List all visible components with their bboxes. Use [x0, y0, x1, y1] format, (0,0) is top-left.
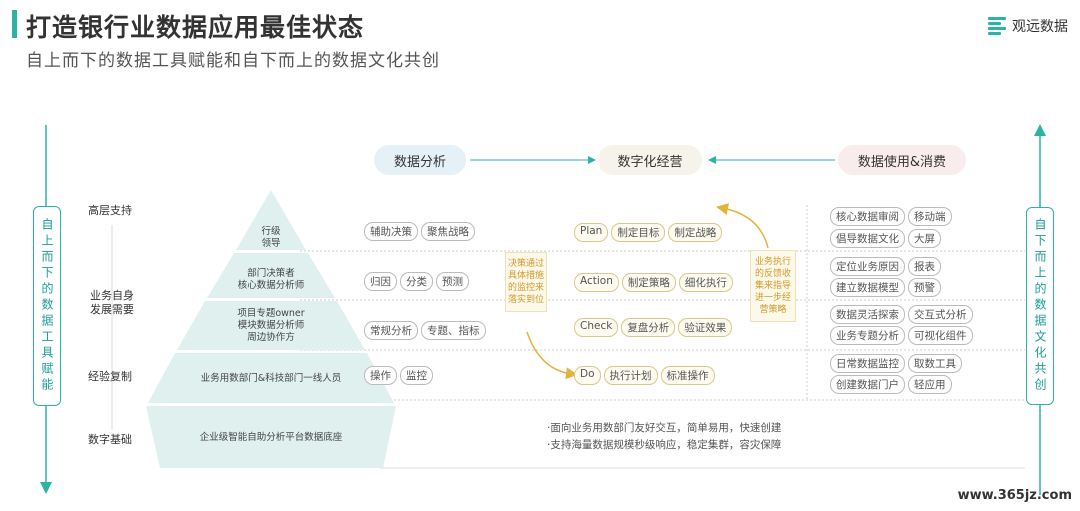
usage-row: 定位业务原因报表 — [830, 257, 941, 276]
page-title: 打造银行业数据应用最佳状态 — [26, 13, 365, 42]
row-dividers — [300, 205, 1025, 401]
tag: Do — [574, 366, 601, 385]
analysis-row: 辅助决策聚焦战略 — [364, 222, 475, 241]
tag: 制定战略 — [668, 223, 723, 242]
curve-arrow-right — [716, 203, 769, 249]
row-label: 数字基础 — [88, 433, 132, 446]
tag: 监控 — [400, 366, 433, 385]
row-label: 经验复制 — [88, 370, 132, 383]
title-accent-bar — [12, 10, 17, 38]
pyramid — [146, 190, 396, 468]
analysis-row: 归因分类预测 — [364, 272, 469, 291]
note-line: ·面向业务用数部门友好交互，简单易用，快速创建 — [547, 422, 782, 434]
row-label: 高层支持 — [88, 204, 132, 217]
tag: 操作 — [364, 366, 397, 385]
analysis-row: 操作监控 — [364, 366, 433, 385]
tag: 业务专题分析 — [830, 326, 905, 345]
note-line: ·支持海量数据规模秒级响应，稳定集群，容灾保障 — [547, 439, 782, 451]
logo-icon — [988, 17, 1006, 35]
tag: 复盘分析 — [621, 318, 676, 337]
tag: 专题、指标 — [421, 321, 486, 340]
usage-row: 核心数据审阅移动端 — [830, 207, 952, 226]
tag: 制定策略 — [621, 273, 676, 292]
usage-row: 倡导数据文化大屏 — [830, 229, 941, 248]
tag: 交互式分析 — [908, 305, 973, 324]
tag: 制定目标 — [611, 223, 666, 242]
tag: 核心数据审阅 — [830, 207, 905, 226]
tag: 建立数据模型 — [830, 278, 905, 297]
note-left: 决策通过具体措施的监控来落实到位 — [505, 252, 547, 312]
tag: 定位业务原因 — [830, 257, 905, 276]
analysis-row: 常规分析专题、指标 — [364, 321, 486, 340]
tag: 辅助决策 — [364, 222, 418, 241]
top-down-label: 自上而下的数据工具赋能 — [33, 206, 61, 406]
platform-notes: ·面向业务用数部门友好交互，简单易用，快速创建 ·支持海量数据规模秒级响应，稳定… — [547, 420, 781, 454]
tag: 移动端 — [908, 207, 952, 226]
tag: 预警 — [908, 278, 941, 297]
pyramid-level: 行级 领导 — [261, 226, 281, 249]
column-operation: 数字化经营 — [598, 145, 702, 175]
tag: Action — [574, 273, 619, 292]
tag: 轻应用 — [908, 375, 952, 394]
pyramid-level: 部门决策者 核心数据分析师 — [237, 268, 305, 291]
curve-arrow-left — [526, 331, 578, 380]
tag: 日常数据监控 — [830, 354, 905, 373]
pyramid-level: 业务用数部门&科技部门一线人员 — [200, 373, 342, 384]
tag: 大屏 — [908, 229, 941, 248]
tag: 分类 — [400, 272, 433, 291]
tag: 标准操作 — [660, 366, 715, 385]
tag: Plan — [574, 223, 609, 242]
usage-row: 业务专题分析可视化组件 — [830, 326, 973, 345]
logo: 观远数据 — [988, 16, 1068, 36]
pyramid-level: 企业级智能自助分析平台数据底座 — [199, 432, 343, 443]
tag: 聚焦战略 — [421, 222, 475, 241]
usage-row: 建立数据模型预警 — [830, 278, 941, 297]
tag: 常规分析 — [364, 321, 418, 340]
usage-row: 日常数据监控取数工具 — [830, 354, 962, 373]
usage-row: 创建数据门户轻应用 — [830, 375, 952, 394]
note-right: 业务执行的反馈收集来指导进一步经营策略 — [750, 250, 796, 322]
tag: 倡导数据文化 — [830, 229, 905, 248]
tag: 创建数据门户 — [830, 375, 905, 394]
column-usage: 数据使用&消费 — [838, 145, 966, 175]
tag: 取数工具 — [908, 354, 962, 373]
tag: 预测 — [436, 272, 469, 291]
tag: 细化执行 — [678, 273, 733, 292]
tag: 验证效果 — [678, 318, 733, 337]
tag: 数据灵活探索 — [830, 305, 905, 324]
bottom-up-label: 自下而上的数据文化共创 — [1026, 207, 1054, 405]
tag: 归因 — [364, 272, 397, 291]
tag: Check — [574, 318, 619, 337]
tag: 可视化组件 — [908, 326, 973, 345]
logo-text: 观远数据 — [1012, 19, 1068, 35]
watermark: www.365jz.com — [957, 488, 1072, 503]
row-label: 业务自身发展需要 — [90, 289, 134, 316]
page-subtitle: 自上而下的数据工具赋能和自下而上的数据文化共创 — [26, 51, 440, 71]
tag: 执行计划 — [603, 366, 658, 385]
tag: 报表 — [908, 257, 941, 276]
column-analysis: 数据分析 — [374, 145, 466, 175]
usage-row: 数据灵活探索交互式分析 — [830, 305, 973, 324]
pyramid-level: 项目专题owner 模块数据分析师 周边协作方 — [237, 308, 305, 343]
